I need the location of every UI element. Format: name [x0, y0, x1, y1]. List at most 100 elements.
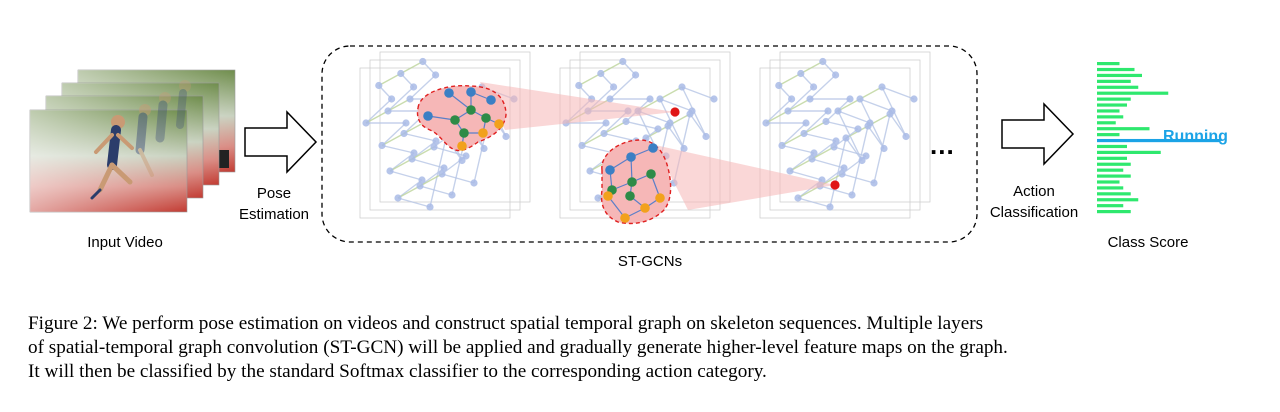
temporal-edge [578, 72, 602, 87]
graph-node [800, 129, 808, 138]
temporal-edge [381, 132, 405, 147]
spatial-edge [797, 197, 831, 208]
graph-node [678, 83, 686, 91]
graph-node [448, 191, 456, 199]
graph-node [786, 167, 794, 175]
temporal-edge [803, 120, 827, 135]
highlight-node [478, 128, 488, 138]
graph-node [806, 95, 814, 103]
graph-node [840, 164, 848, 172]
temporal-edge [659, 86, 683, 100]
graph-node [808, 155, 816, 163]
spatial-edge [609, 74, 637, 100]
graph-frame-outline [779, 51, 931, 203]
runner-ghost-3 [176, 80, 191, 129]
score-bar [1097, 150, 1161, 154]
graph-node [778, 141, 786, 150]
st-gcn-container [321, 45, 978, 243]
graph-node [480, 144, 488, 153]
graph-node [597, 69, 605, 78]
graph-node [834, 107, 842, 115]
temporal-edge [400, 60, 424, 75]
spatial-edge [381, 122, 407, 147]
spatial-edge [667, 125, 685, 149]
spatial-edge [803, 132, 837, 142]
score-bar [1097, 103, 1127, 107]
highlight-node [494, 119, 504, 129]
ellipsis-more-layers: ... [930, 130, 955, 160]
spatial-edge [819, 185, 853, 196]
graph-node [384, 107, 392, 115]
highlight-node [481, 113, 491, 123]
pipeline-figure [29, 45, 1221, 243]
graph-node [402, 119, 410, 127]
temporal-edge [378, 72, 402, 87]
graph-node [430, 143, 438, 151]
spatial-edge [841, 173, 875, 184]
score-bar [1097, 97, 1131, 101]
action-classification-line2: Classification [989, 204, 1079, 221]
score-bar [1097, 133, 1120, 137]
output-node [830, 180, 840, 190]
receptive-field-cone-1 [480, 82, 675, 130]
score-bar [1097, 115, 1124, 119]
graph-node [426, 203, 434, 211]
receptive-field-cone-2 [655, 145, 835, 210]
graph-node [838, 170, 846, 178]
graph-node [388, 95, 396, 103]
class-score-bars [1097, 62, 1221, 214]
arrow-to-action-classification [1001, 102, 1075, 166]
graph-node [802, 119, 810, 127]
graph-frame-outline [769, 59, 921, 211]
runner-ghost-2 [155, 92, 171, 143]
spatial-edge [389, 170, 423, 181]
st-gcns-label: ST-GCNs [617, 253, 683, 270]
pose-estimation-line1: Pose [256, 185, 292, 202]
graph-frame-outline [369, 59, 521, 211]
action-classification-label: Action Classification [972, 181, 1096, 223]
score-bar [1097, 180, 1120, 184]
graph-node [848, 191, 856, 199]
graph-node [362, 119, 370, 127]
graph-node [462, 152, 470, 160]
graph-node [410, 83, 418, 91]
score-bar [1097, 168, 1124, 172]
graph-node [880, 144, 888, 153]
spatial-edge [781, 144, 815, 154]
pose-estimation-label: Pose Estimation [212, 183, 336, 225]
graph-frame-outline [359, 67, 511, 219]
output-node [670, 107, 680, 117]
spatial-edge [625, 120, 659, 130]
score-bar [1097, 62, 1120, 66]
graph-node [594, 194, 602, 202]
spatial-edge [441, 173, 475, 184]
spatial-edge [765, 98, 793, 124]
temporal-edge [781, 132, 805, 147]
graph-node [619, 57, 627, 66]
highlight-node [486, 95, 496, 105]
temporal-edge [778, 72, 802, 87]
highlight-node [450, 115, 460, 125]
graph-node [416, 182, 424, 190]
caption-line-3: It will then be classified by the standa… [28, 361, 767, 382]
score-bar [1097, 73, 1142, 78]
spatial-edge [381, 144, 415, 154]
score-bar [1097, 204, 1124, 208]
graph-node [418, 176, 426, 184]
graph-node [686, 110, 694, 118]
graph-node [606, 95, 614, 103]
spatial-edge [781, 122, 807, 147]
score-bar [1097, 198, 1139, 202]
graph-node [600, 129, 608, 138]
score-bar [1097, 210, 1131, 214]
spatial-edge [411, 158, 445, 169]
graph-node [438, 170, 446, 178]
temporal-edge [411, 146, 435, 160]
graph-node [664, 122, 672, 130]
highlight-node [423, 111, 433, 121]
spatial-edge [409, 74, 437, 100]
spatial-edge [811, 158, 845, 169]
graph-node [794, 194, 802, 202]
spatial-edge [419, 167, 445, 187]
graph-node [784, 107, 792, 115]
